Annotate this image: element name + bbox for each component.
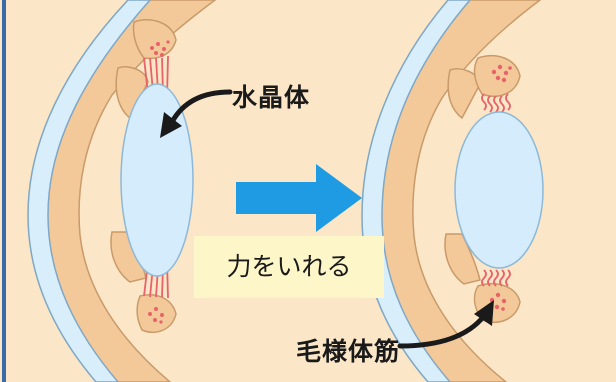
lens-accommodated (455, 112, 543, 268)
lens-relaxed (121, 84, 193, 276)
apply-force-label: 力をいれる (194, 236, 384, 298)
apply-force-box: 力をいれる (194, 236, 384, 298)
lens-label: 水晶体 (232, 78, 310, 114)
ciliary-muscle-label: 毛様体筋 (296, 332, 400, 368)
